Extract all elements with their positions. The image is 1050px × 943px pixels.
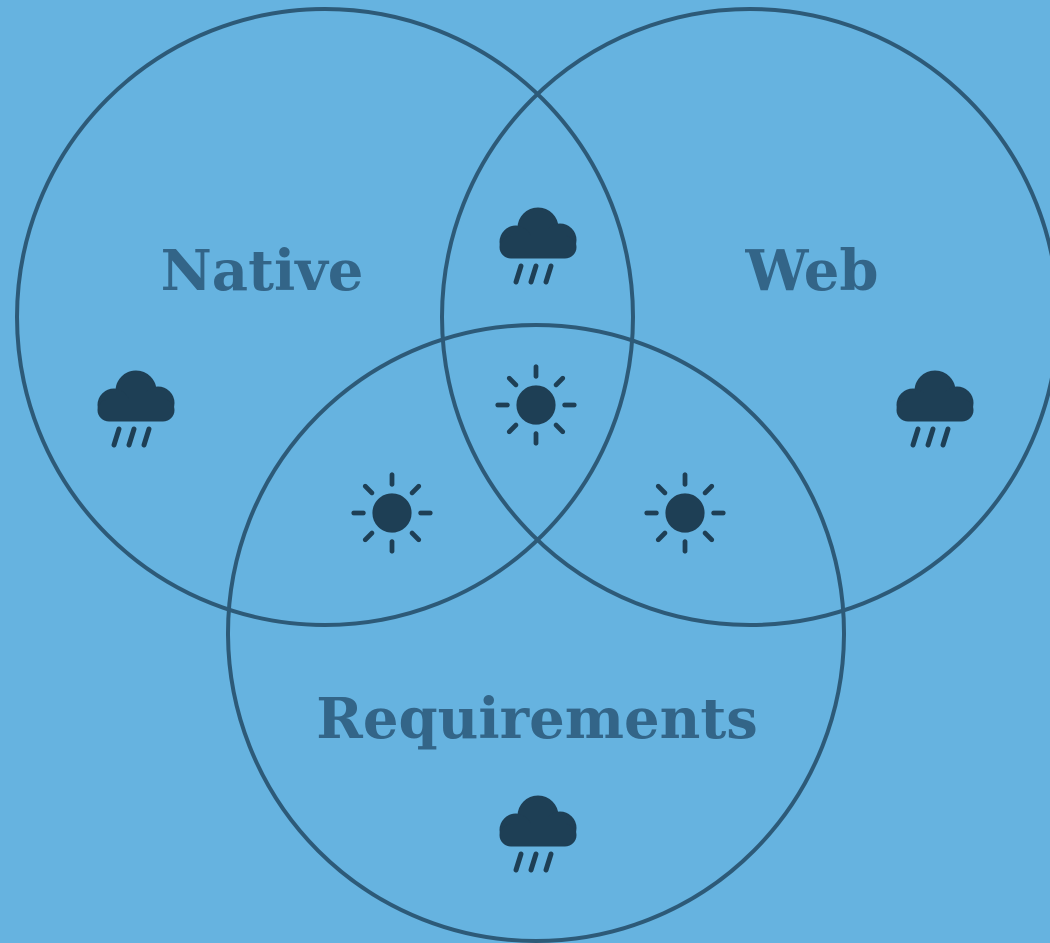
web-circle: [440, 7, 1050, 627]
native-requirements-sun-icon: [354, 475, 430, 551]
native-circle: [15, 7, 635, 627]
web-requirements-sun-icon: [647, 475, 723, 551]
center-sun-icon: [498, 367, 574, 443]
web-label: Web: [744, 238, 878, 304]
requirements-label: Requirements: [316, 686, 757, 752]
requirements-circle: [226, 323, 846, 943]
native-label: Native: [161, 238, 364, 304]
